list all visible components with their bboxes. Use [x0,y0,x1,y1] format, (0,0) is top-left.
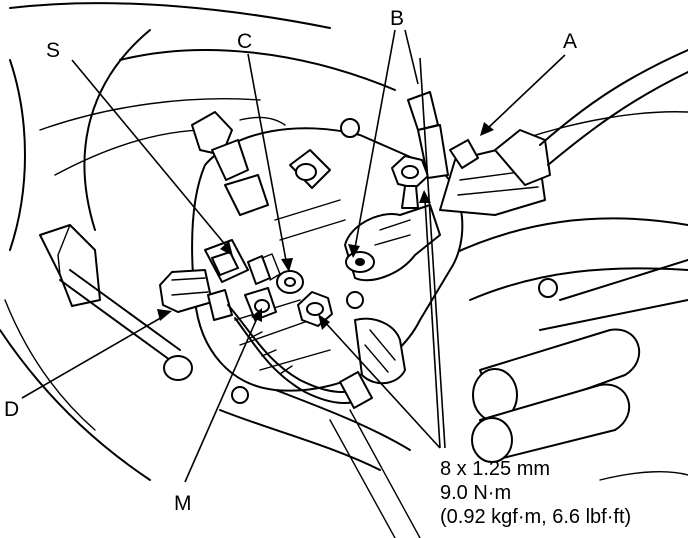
spec-thread: 8 x 1.25 mm [440,458,550,480]
label-c: C [237,30,252,53]
label-m: M [174,492,192,515]
spec-torque-nm: 9.0 N·m [440,482,511,504]
label-a: A [563,30,577,53]
label-d: D [4,398,19,421]
throttle-body-housing [191,111,464,404]
sensor-m [244,287,277,321]
lower-bolt [297,291,333,327]
spec-torque-alt: (0.92 kgf·m, 6.6 lbf·ft) [440,506,631,528]
connector-d [159,269,373,409]
sensor-s [204,239,281,285]
label-s: S [46,39,60,62]
connector-a [407,49,688,216]
leader-lines [21,29,566,483]
label-b: B [390,7,404,30]
washer-c [276,270,304,294]
